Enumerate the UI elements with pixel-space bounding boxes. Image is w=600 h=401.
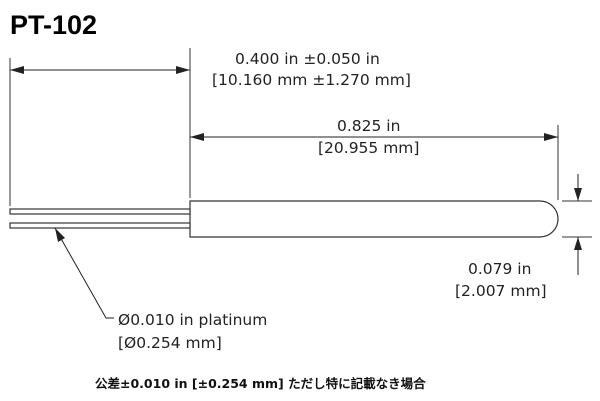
body-diameter-metric: [2.007 mm] [455,282,547,300]
platinum-leads [9,208,191,229]
body-diameter-dimension-line [574,174,582,275]
tolerance-note: 公差±0.010 in [±0.254 mm] ただし特に記載なき場合 [95,376,426,391]
body-diameter-imperial: 0.079 in [468,260,531,278]
lead-diameter-imperial: Ø0.010 in platinum [118,311,267,329]
lead-length-imperial: 0.400 in ±0.050 in [235,50,380,68]
lead-length-dimension-line [10,66,190,74]
lead-diameter-metric: [Ø0.254 mm] [118,334,222,352]
body-length-imperial: 0.825 in [337,117,400,135]
part-number-title: PT-102 [10,10,97,40]
sensor-body [189,200,559,238]
body-length-metric: [20.955 mm] [318,139,419,157]
lead-length-metric: [10.160 mm ±1.270 mm] [212,71,411,89]
body-length-dimension-line [190,133,558,141]
lead-diameter-leader-line [54,227,114,319]
